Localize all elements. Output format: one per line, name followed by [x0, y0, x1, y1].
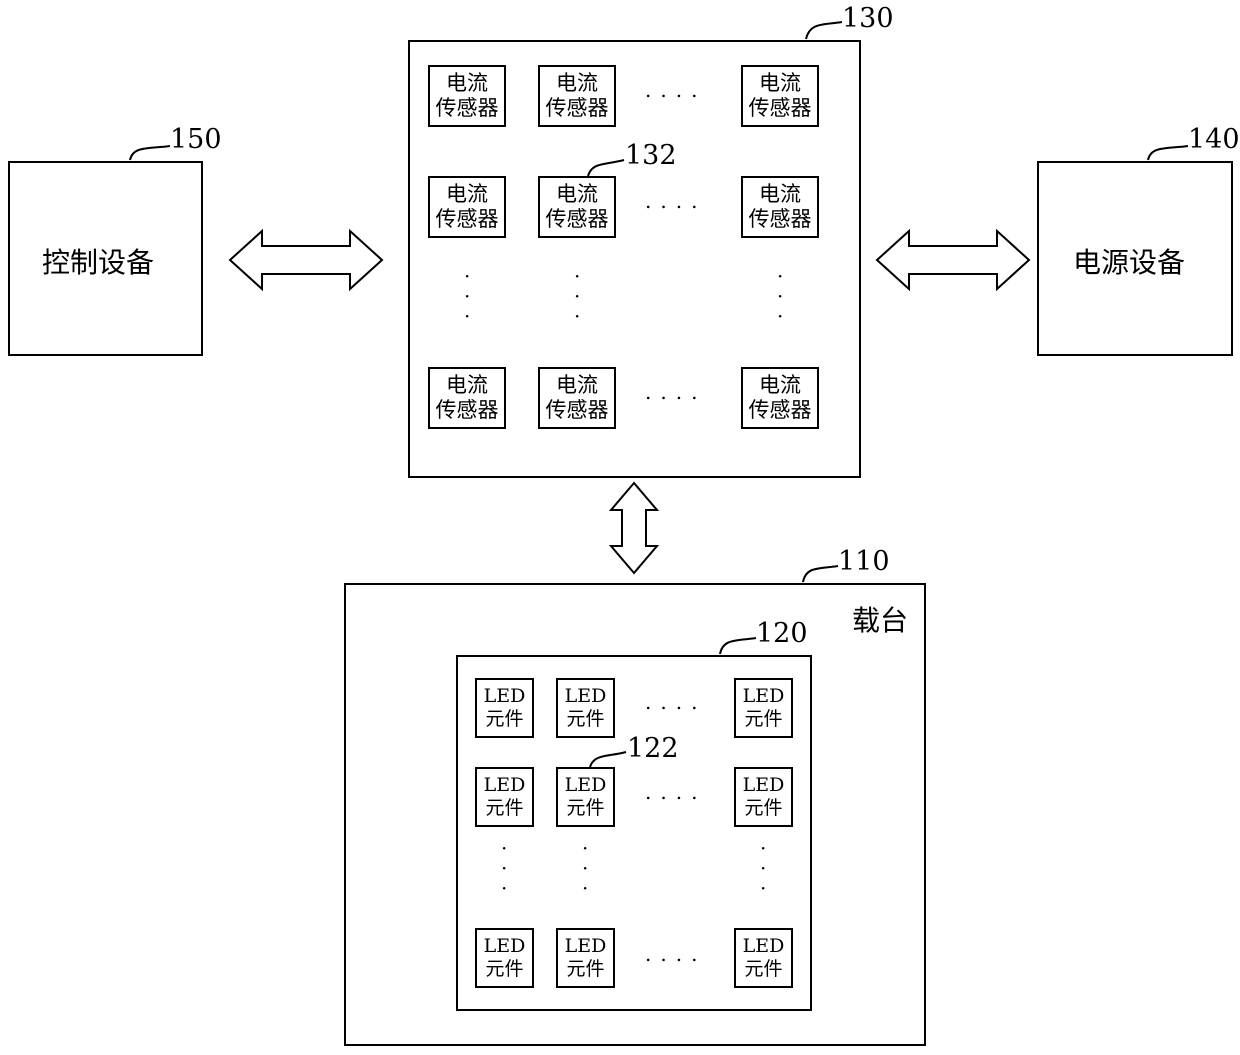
current-sensor-cell: 电流传感器 — [741, 367, 819, 429]
cell-text-line2: 元件 — [744, 797, 782, 820]
leader-line-130 — [806, 22, 842, 39]
column-ellipsis: ··· — [574, 266, 580, 326]
column-ellipsis: ··· — [777, 266, 783, 326]
cell-text-line2: 传感器 — [436, 398, 499, 423]
ref-120: 120 — [756, 618, 808, 649]
ref-140: 140 — [1188, 124, 1240, 155]
control-device-box: 控制设备 — [8, 161, 203, 356]
cell-text-line1: 电流 — [556, 182, 598, 207]
row-ellipsis: .... — [645, 782, 706, 802]
ref-150: 150 — [170, 124, 222, 155]
cell-text-line1: LED — [743, 685, 785, 708]
leader-line-140 — [1148, 146, 1188, 160]
cell-text-line1: 电流 — [759, 182, 801, 207]
control-device-label: 控制设备 — [42, 241, 154, 281]
cell-text-line1: LED — [743, 774, 785, 797]
led-element-cell: LED元件 — [556, 767, 615, 827]
double-arrow-vertical — [611, 483, 657, 573]
cell-text-line1: LED — [484, 774, 526, 797]
led-element-cell: LED元件 — [475, 678, 534, 738]
cell-text-line2: 元件 — [744, 958, 782, 981]
ref-132: 132 — [625, 140, 677, 171]
cell-text-line1: 电流 — [556, 71, 598, 96]
led-element-cell: LED元件 — [475, 928, 534, 988]
cell-text-line2: 元件 — [485, 797, 523, 820]
cell-text-line2: 元件 — [485, 958, 523, 981]
column-ellipsis: ··· — [582, 838, 588, 898]
cell-text-line1: 电流 — [759, 71, 801, 96]
current-sensor-cell: 电流传感器 — [428, 367, 506, 429]
cell-text-line2: 元件 — [485, 708, 523, 731]
row-ellipsis: .... — [645, 80, 706, 100]
column-ellipsis: ··· — [501, 838, 507, 898]
cell-text-line2: 传感器 — [546, 96, 609, 121]
row-ellipsis: .... — [645, 191, 706, 211]
led-element-cell: LED元件 — [734, 678, 793, 738]
power-device-label: 电源设备 — [1073, 241, 1185, 281]
cell-text-line1: 电流 — [446, 373, 488, 398]
cell-text-line1: LED — [484, 685, 526, 708]
cell-text-line2: 元件 — [566, 958, 604, 981]
current-sensor-cell: 电流传感器 — [428, 176, 506, 238]
cell-text-line2: 传感器 — [749, 398, 812, 423]
ref-122: 122 — [627, 733, 679, 764]
double-arrow-right — [877, 231, 1029, 289]
current-sensor-cell: 电流传感器 — [538, 367, 616, 429]
cell-text-line1: LED — [743, 935, 785, 958]
ref-130: 130 — [842, 3, 894, 34]
leader-line-110 — [803, 566, 838, 582]
ref-110: 110 — [838, 546, 890, 577]
leader-line-150 — [130, 146, 170, 160]
cell-text-line2: 元件 — [566, 708, 604, 731]
cell-text-line2: 传感器 — [546, 207, 609, 232]
cell-text-line1: LED — [484, 935, 526, 958]
cell-text-line1: 电流 — [759, 373, 801, 398]
led-element-cell: LED元件 — [556, 928, 615, 988]
current-sensor-cell: 电流传感器 — [741, 65, 819, 127]
led-element-cell: LED元件 — [556, 678, 615, 738]
cell-text-line1: 电流 — [446, 182, 488, 207]
cell-text-line2: 元件 — [566, 797, 604, 820]
row-ellipsis: .... — [645, 692, 706, 712]
current-sensor-cell: 电流传感器 — [428, 65, 506, 127]
cell-text-line2: 传感器 — [749, 207, 812, 232]
current-sensor-cell: 电流传感器 — [538, 65, 616, 127]
column-ellipsis: ··· — [464, 266, 470, 326]
led-element-cell: LED元件 — [734, 928, 793, 988]
cell-text-line1: LED — [565, 935, 607, 958]
led-element-cell: LED元件 — [734, 767, 793, 827]
led-element-cell: LED元件 — [475, 767, 534, 827]
cell-text-line1: LED — [565, 774, 607, 797]
cell-text-line2: 传感器 — [436, 207, 499, 232]
current-sensor-cell: 电流传感器 — [538, 176, 616, 238]
cell-text-line2: 传感器 — [749, 96, 812, 121]
cell-text-line2: 传感器 — [546, 398, 609, 423]
carrier-label: 载台 — [852, 599, 908, 639]
double-arrow-left — [230, 231, 382, 289]
cell-text-line2: 元件 — [744, 708, 782, 731]
cell-text-line2: 传感器 — [436, 96, 499, 121]
current-sensor-cell: 电流传感器 — [741, 176, 819, 238]
cell-text-line1: 电流 — [556, 373, 598, 398]
column-ellipsis: ··· — [760, 838, 766, 898]
row-ellipsis: .... — [645, 382, 706, 402]
cell-text-line1: LED — [565, 685, 607, 708]
power-device-box: 电源设备 — [1037, 161, 1233, 356]
row-ellipsis: .... — [645, 944, 706, 964]
cell-text-line1: 电流 — [446, 71, 488, 96]
